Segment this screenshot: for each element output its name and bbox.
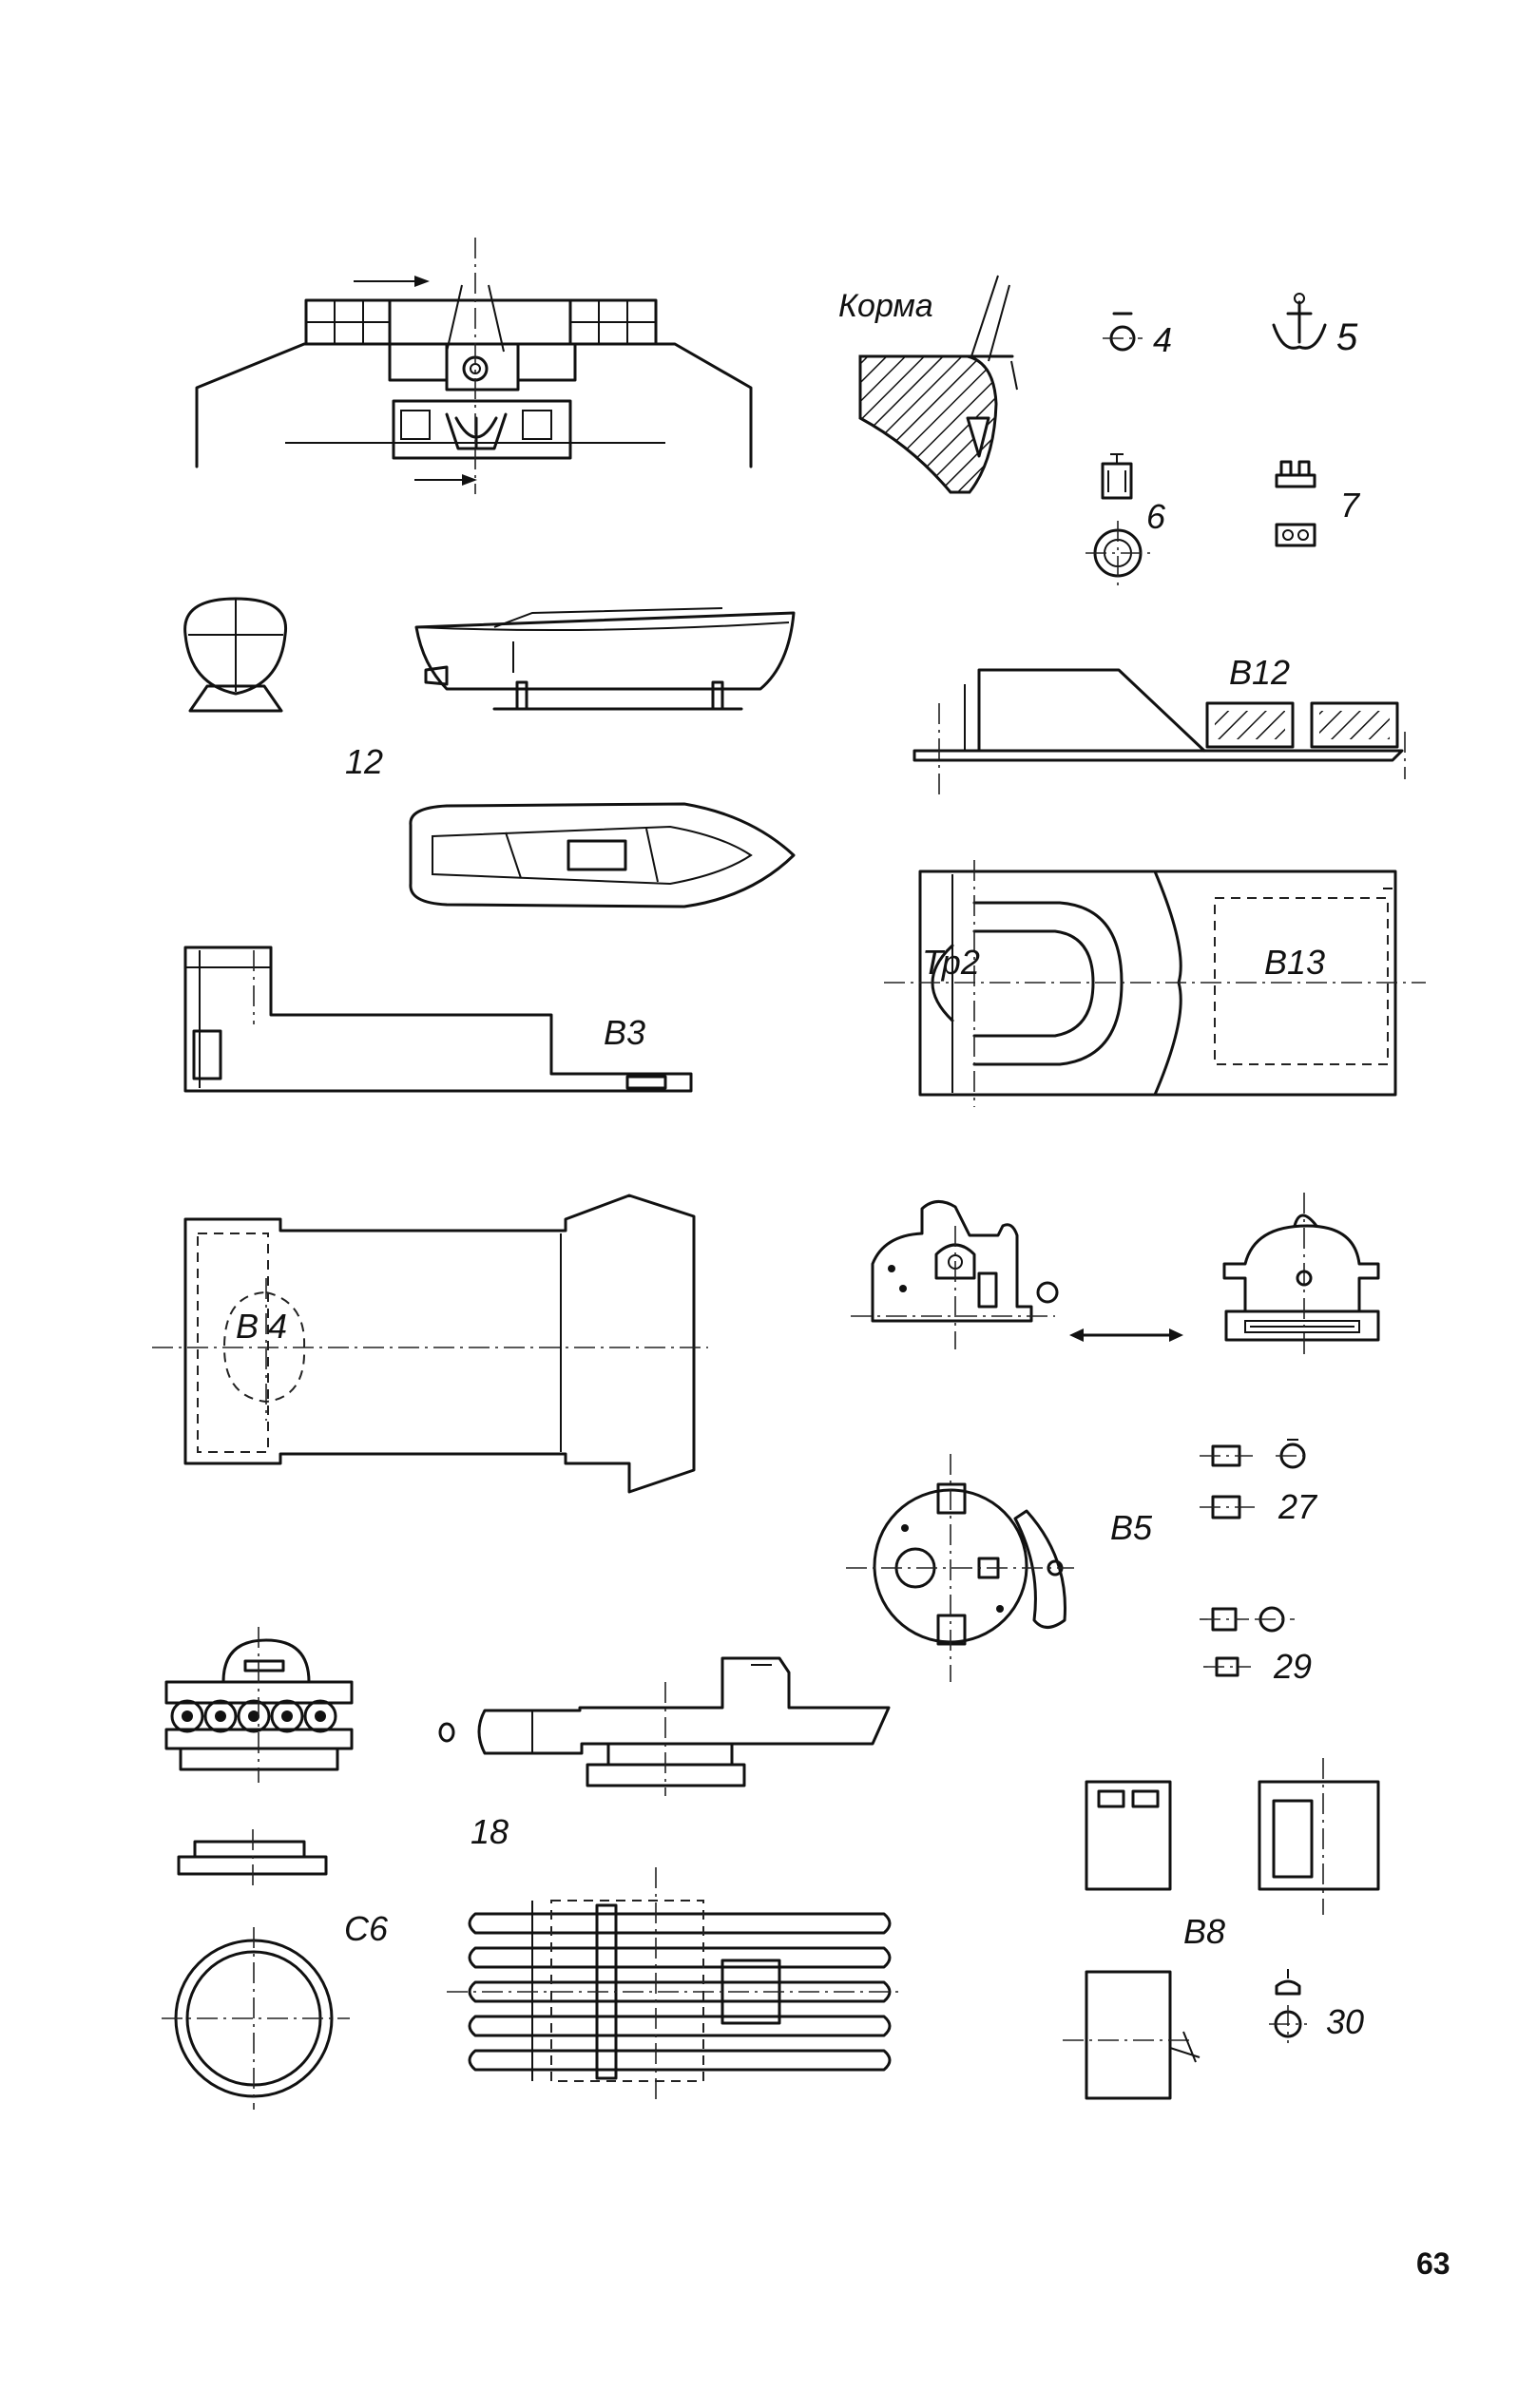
part-6: 6	[1086, 453, 1166, 585]
part-7-label: 7	[1340, 486, 1361, 525]
gun-mount-side-view	[438, 1656, 891, 1796]
part-27: 27	[1200, 1439, 1318, 1526]
part-27-label: 27	[1278, 1487, 1318, 1526]
lifeboat-front-view	[183, 597, 288, 713]
part-30-label: 30	[1326, 2002, 1364, 2041]
part-30: 30	[1269, 1969, 1364, 2043]
part-b13: Тр2 B13	[884, 860, 1426, 1107]
part-6-label: 6	[1146, 497, 1166, 536]
korma-label: Корма	[838, 288, 933, 324]
lifeboat-label: 12	[345, 742, 383, 781]
korma-section: Корма	[838, 275, 1018, 494]
part-18	[447, 1867, 903, 2100]
part-18-label: 18	[471, 1812, 509, 1851]
part-b12: B12	[913, 653, 1406, 798]
page-number: 63	[1416, 2246, 1451, 2281]
part-b13-label: B13	[1264, 943, 1325, 982]
gun-mount-front-view	[164, 1627, 354, 1783]
part-b5-label: B5	[1110, 1508, 1153, 1547]
part-b4-label: B 4	[236, 1307, 287, 1346]
part-b5: B5	[846, 1454, 1153, 1682]
part-4-label: 4	[1153, 320, 1172, 359]
part-c6-label: C6	[344, 1909, 389, 1948]
part-b12-label: B12	[1229, 653, 1290, 692]
stern-front-view	[195, 238, 753, 494]
lifeboat-top-view	[409, 802, 796, 908]
part-29-label: 29	[1273, 1647, 1312, 1686]
part-b3: B3	[183, 946, 693, 1093]
part-29: 29	[1200, 1606, 1312, 1686]
turret-side-view	[851, 1200, 1183, 1349]
part-5-anchor: 5	[1272, 293, 1358, 358]
part-c6: C6	[162, 1829, 389, 2110]
part-b8-label: B8	[1183, 1912, 1225, 1951]
part-5-label: 5	[1336, 316, 1358, 358]
part-4: 4	[1103, 312, 1172, 359]
part-b8: B8	[1063, 1758, 1380, 2100]
part-tr2-label: Тр2	[922, 943, 980, 982]
turret-front-view	[1222, 1193, 1380, 1359]
part-7: 7	[1275, 460, 1361, 547]
lifeboat-side-view	[414, 607, 796, 711]
part-b4: B 4	[152, 1194, 708, 1494]
part-b3-label: B3	[604, 1013, 645, 1052]
